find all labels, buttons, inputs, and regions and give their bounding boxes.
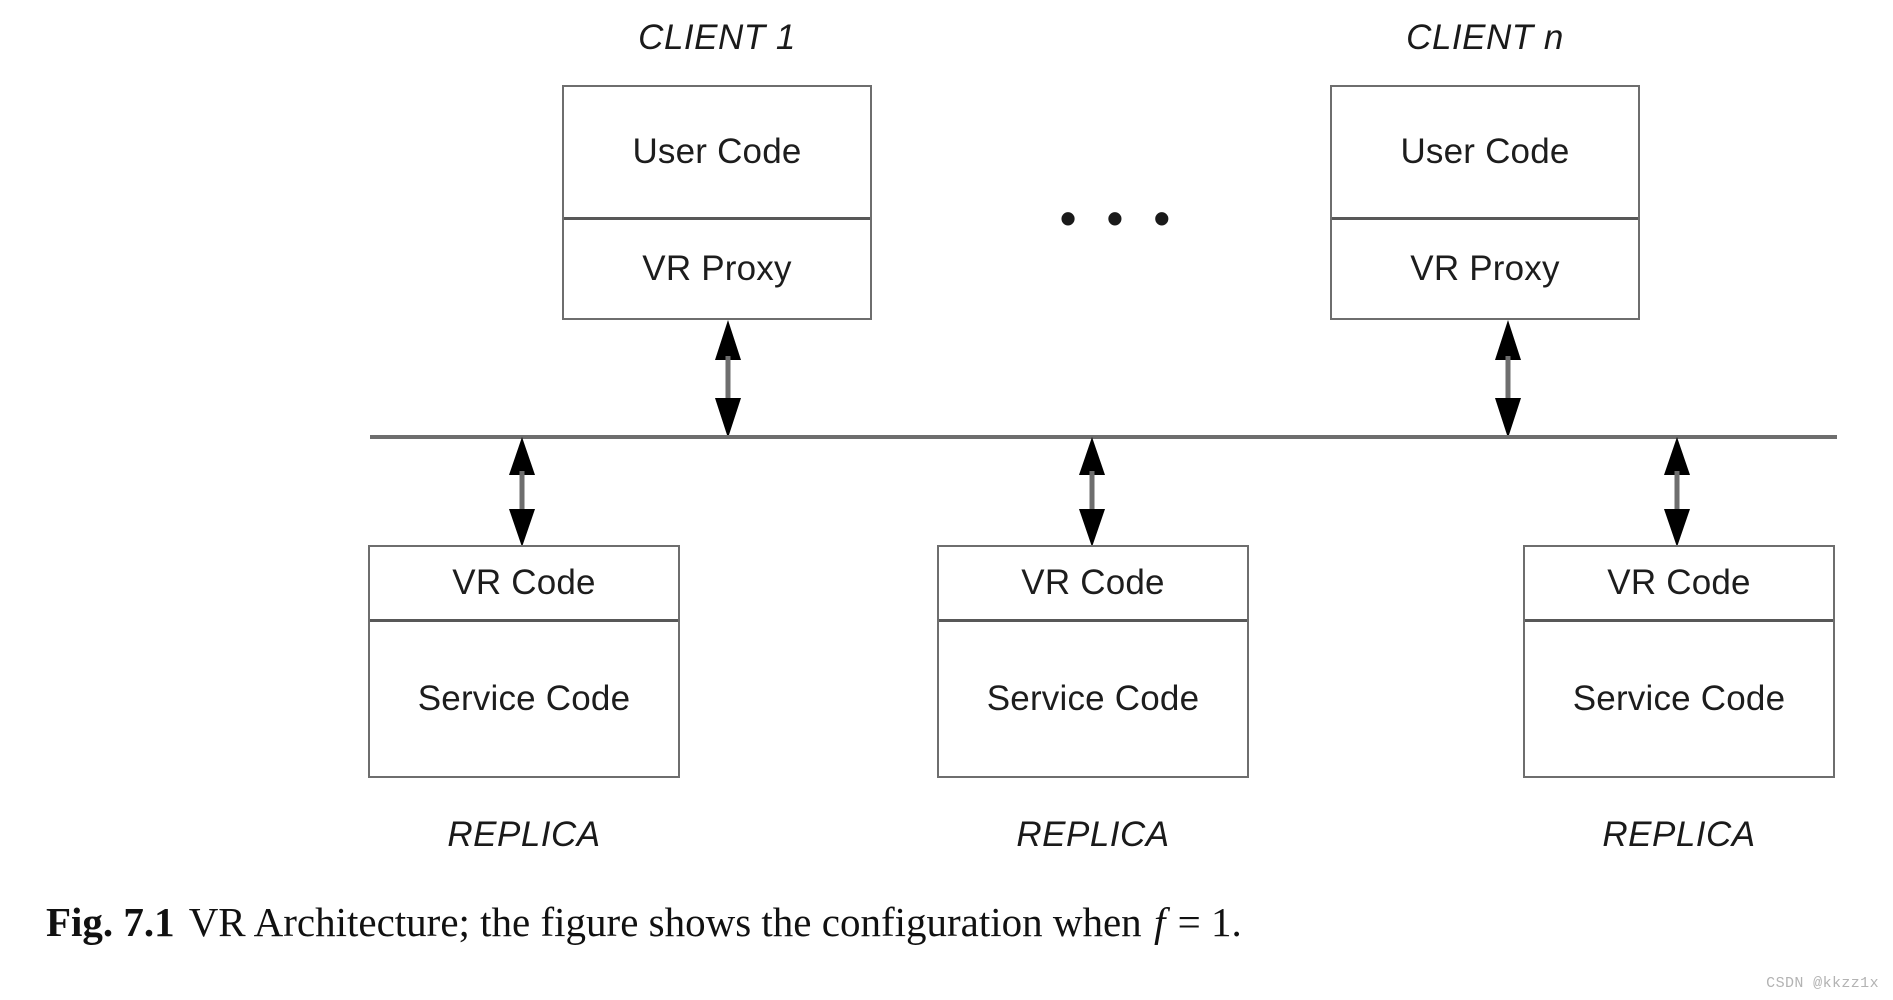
arrow-head-down-icon [1079,509,1105,547]
replica-2-vr-code-label: VR Code [1021,563,1165,602]
replica-2-label: REPLICA [937,815,1249,855]
replica-3-service-code-cell: Service Code [1525,622,1833,776]
replica-3-label: REPLICA [1523,815,1835,855]
client-1-vr-proxy-cell: VR Proxy [564,220,870,318]
client-n-box: User Code VR Proxy [1330,85,1640,320]
client-1-to-bus-arrow [711,320,745,438]
arrow-shaft [1089,471,1095,515]
replica-2-vr-code-cell: VR Code [939,547,1247,622]
replica-1-service-code-cell: Service Code [370,622,678,776]
replica-2-service-code-cell: Service Code [939,622,1247,776]
arrow-shaft [1674,471,1680,515]
client-1-user-code-label: User Code [632,132,802,171]
bus-to-replica-1-arrow [505,437,539,547]
replica-2-box: VR Code Service Code [937,545,1249,778]
arrow-head-up-icon [715,320,741,360]
arrow-head-down-icon [509,509,535,547]
arrow-head-up-icon [1664,437,1690,475]
arrow-head-down-icon [1664,509,1690,547]
replica-3-vr-code-cell: VR Code [1525,547,1833,622]
arrow-head-up-icon [1079,437,1105,475]
client-1-label: CLIENT 1 [562,18,872,58]
replica-1-service-code-label: Service Code [417,679,631,718]
figure-caption-label: Fig. 7.1 [46,899,175,945]
client-1-vr-proxy-label: VR Proxy [642,249,792,288]
client-1-user-code-cell: User Code [564,87,870,220]
replica-3-service-code-label: Service Code [1572,679,1786,718]
replica-2-label-text: REPLICA [1016,815,1170,854]
client-1-label-text: CLIENT 1 [638,18,796,57]
arrow-head-up-icon [1495,320,1521,360]
replica-1-box: VR Code Service Code [368,545,680,778]
replica-2-service-code-label: Service Code [986,679,1200,718]
client-n-user-code-cell: User Code [1332,87,1638,220]
arrow-shaft [519,471,525,515]
figure-caption-math-rest: = 1. [1177,899,1242,945]
client-n-label: CLIENT n [1330,18,1640,58]
csdn-watermark: CSDN @kkzz1x [1766,975,1879,992]
replica-1-label-text: REPLICA [447,815,601,854]
client-1-box: User Code VR Proxy [562,85,872,320]
network-bus-line [370,435,1837,439]
arrow-head-down-icon [1495,398,1521,438]
replica-3-box: VR Code Service Code [1523,545,1835,778]
replica-3-vr-code-label: VR Code [1607,563,1751,602]
client-n-label-text: CLIENT n [1406,18,1564,57]
figure-caption-text: VR Architecture; the figure shows the co… [188,899,1142,945]
arrow-shaft [1505,356,1511,402]
figure-caption-math-variable: f [1153,899,1166,945]
client-n-vr-proxy-cell: VR Proxy [1332,220,1638,318]
client-n-vr-proxy-label: VR Proxy [1410,249,1560,288]
bus-to-replica-2-arrow [1075,437,1109,547]
clients-ellipsis: • • • [1060,192,1179,244]
figure-caption: Fig. 7.1 VR Architecture; the figure show… [46,899,1242,945]
replica-1-vr-code-label: VR Code [452,563,596,602]
arrow-head-up-icon [509,437,535,475]
replica-1-label: REPLICA [368,815,680,855]
replica-3-label-text: REPLICA [1602,815,1756,854]
client-n-to-bus-arrow [1491,320,1525,438]
replica-1-vr-code-cell: VR Code [370,547,678,622]
bus-to-replica-3-arrow [1660,437,1694,547]
client-n-user-code-label: User Code [1400,132,1570,171]
arrow-shaft [725,356,731,402]
arrow-head-down-icon [715,398,741,438]
